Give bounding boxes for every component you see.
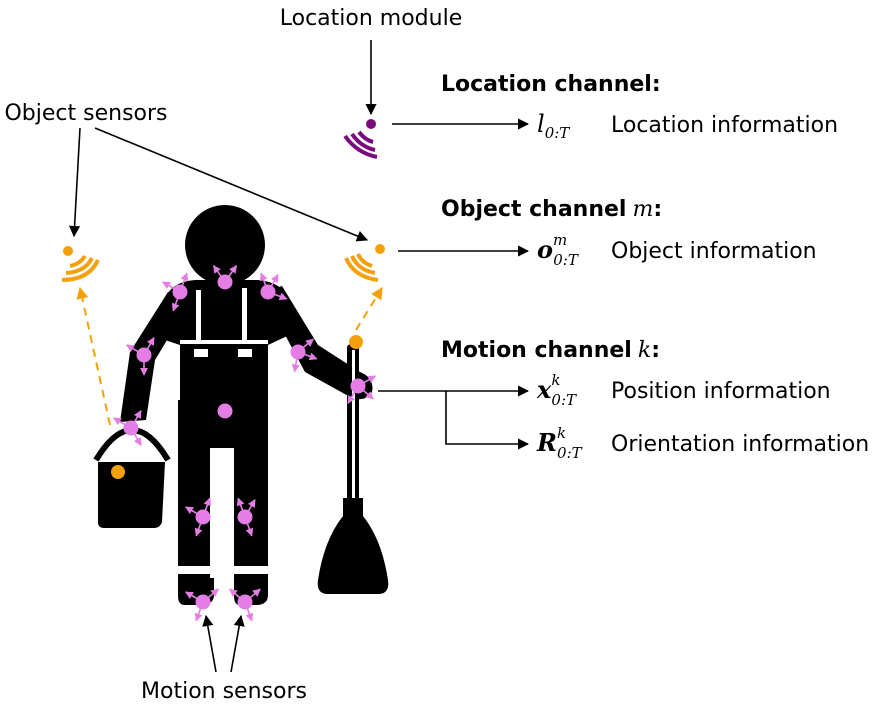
- motion-sensor-dot: [217, 274, 233, 290]
- motion-sensor-dot: [290, 344, 306, 360]
- location-module-label: Location module: [280, 6, 463, 31]
- motion-sensor-dot: [136, 347, 152, 363]
- motion-sensor-dot: [260, 284, 276, 300]
- motion-sensors-pointer-left: [202, 614, 217, 673]
- object-sensors-pointer-left: [68, 127, 81, 238]
- plunger: [317, 344, 389, 594]
- orientation-arrow: [445, 391, 530, 450]
- position-info-label: Position information: [611, 379, 831, 404]
- worker-left-arm: [120, 292, 190, 422]
- motion-sensors-pointer-right: [230, 614, 245, 673]
- worker-figure: [120, 205, 373, 605]
- location-module-icon: [343, 119, 378, 159]
- motion-sensors: [112, 264, 377, 622]
- bucket-sensor-link: [76, 286, 111, 426]
- orientation-info-label: Orientation information: [611, 432, 869, 457]
- bucket-object-sensor: [111, 465, 125, 479]
- location-info-label: Location information: [611, 113, 838, 138]
- motion-sensor-dot: [237, 509, 253, 525]
- motion-sensor-dot: [172, 284, 188, 300]
- motion-sensor-dot: [217, 403, 233, 419]
- worker-head: [185, 205, 265, 285]
- plunger-sensor-link: [355, 286, 383, 331]
- object-sensor-left-icon: [61, 246, 100, 282]
- worker-right-arm: [262, 286, 373, 400]
- location-channel-heading: Location channel:: [441, 72, 661, 97]
- plunger-object-sensor: [349, 335, 363, 349]
- motion-sensor-dot: [195, 594, 211, 610]
- object-sensors-label: Object sensors: [4, 101, 167, 126]
- motion-sensor-dot: [350, 378, 366, 394]
- object-info-label: Object information: [611, 239, 817, 264]
- motion-sensor-dot: [237, 594, 253, 610]
- object-sensor-right-icon: [344, 244, 385, 282]
- object-sensors-pointer-right: [94, 127, 369, 242]
- motion-sensor-dot: [195, 509, 211, 525]
- motion-sensors-label: Motion sensors: [141, 679, 307, 704]
- location-symbol: l0:T: [537, 110, 570, 142]
- worker-torso: [150, 280, 300, 410]
- bucket: [93, 427, 171, 528]
- overalls-details: [178, 288, 268, 578]
- motion-sensor-dot: [123, 420, 139, 436]
